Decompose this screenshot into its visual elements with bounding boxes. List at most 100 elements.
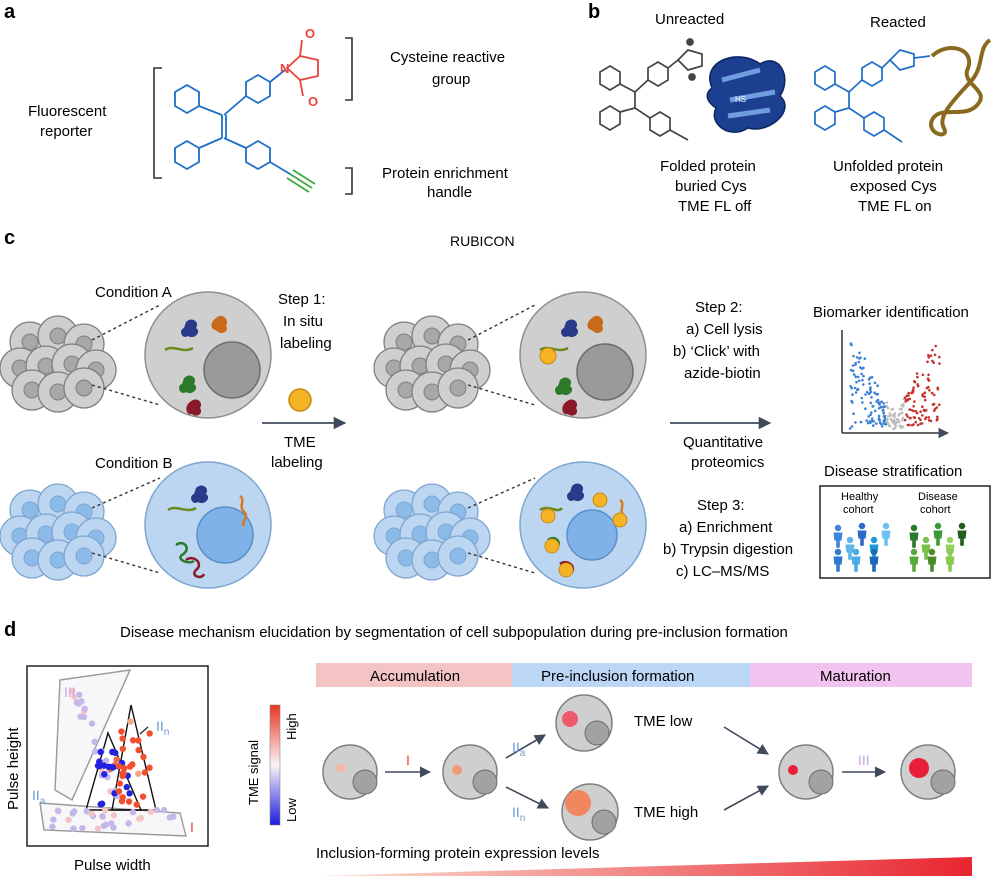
volcano-point <box>917 417 921 420</box>
reacted-tpe <box>814 49 931 143</box>
volcano-point <box>870 396 873 399</box>
tme-probe-icon <box>288 388 312 412</box>
flow-dot <box>139 793 147 800</box>
volcano-point <box>919 410 922 414</box>
flow-dot <box>98 800 106 807</box>
person-body <box>957 530 967 546</box>
flow-dot <box>102 807 109 814</box>
step3-c: c) LC–MS/MS <box>676 563 769 580</box>
volcano-point <box>859 366 862 369</box>
volcano-point <box>927 356 931 359</box>
flow-dot <box>102 757 110 764</box>
volcano-point <box>916 423 920 427</box>
volcano-point <box>912 416 916 419</box>
flow-dot <box>49 823 56 830</box>
flow-dot <box>99 813 106 820</box>
zoom-cell-b-left <box>144 461 272 589</box>
volcano-point <box>852 354 855 358</box>
exposed-cys-label: exposed Cys <box>850 178 937 195</box>
volcano-point <box>867 392 871 396</box>
person-head <box>870 548 878 556</box>
flow-dot <box>129 808 137 816</box>
volcano-point <box>868 382 871 385</box>
flow-dot <box>135 737 142 744</box>
volcano-point <box>927 354 930 357</box>
volcano-point <box>933 409 936 412</box>
flow-dot <box>169 813 177 820</box>
gate-I-label: I <box>190 819 194 835</box>
flow-dot <box>55 807 62 815</box>
group-label: group <box>432 71 470 88</box>
disease-label: Disease <box>918 491 958 503</box>
person-head <box>922 536 930 544</box>
volcano-point <box>856 388 860 391</box>
flow-dot <box>88 810 95 818</box>
volcano-point <box>867 415 870 418</box>
cell-nucleus <box>449 379 467 397</box>
tme-labeling-label: labeling <box>271 454 323 471</box>
volcano-point <box>851 364 855 367</box>
flow-dot <box>100 762 108 769</box>
svg-text:N: N <box>280 61 289 76</box>
flow-dot <box>108 820 115 827</box>
volcano-point <box>850 399 853 403</box>
volcano-point <box>906 415 909 418</box>
gate-IIn-label: IIn <box>156 718 169 738</box>
volcano-point <box>886 415 890 418</box>
cell-nucleus <box>21 333 39 351</box>
volcano-point <box>869 413 872 417</box>
volcano-point <box>877 414 881 418</box>
cell-cluster-b-right <box>373 483 491 581</box>
volcano-point <box>868 388 872 391</box>
person-head <box>858 522 866 530</box>
person-head <box>882 522 890 530</box>
gate-III-label: III <box>64 684 76 700</box>
flow-dot <box>110 764 117 771</box>
enrichment-bracket <box>345 167 353 195</box>
cys-bracket <box>345 37 353 101</box>
flow-dot <box>135 746 142 754</box>
cysteine-label: Cysteine reactive <box>390 49 505 66</box>
volcano-point <box>908 397 912 401</box>
flow-dot <box>147 808 155 815</box>
biomarker-label: Biomarker identification <box>813 304 969 321</box>
gate-IIa-label: IIa <box>32 787 46 807</box>
expression-label: Inclusion-forming protein expression lev… <box>316 845 599 862</box>
volcano-point <box>882 411 886 415</box>
volcano-point <box>875 422 878 425</box>
volcano-point <box>935 419 939 422</box>
person-head <box>928 548 936 556</box>
volcano-point <box>875 400 878 403</box>
volcano-point <box>878 401 881 405</box>
volcano-point <box>907 391 910 395</box>
volcano-point <box>906 423 910 427</box>
volcano-point <box>923 391 927 395</box>
phase-maturation-bar <box>750 663 972 687</box>
flow-dot <box>69 810 76 817</box>
fl-off-label: TME FL off <box>678 198 752 215</box>
flow-dot <box>125 820 132 827</box>
phase-accumulation-bar <box>316 663 512 687</box>
person-body <box>881 530 891 546</box>
volcano-point <box>851 369 855 373</box>
person-head <box>846 536 854 544</box>
volcano-point <box>911 423 914 427</box>
person-body <box>933 530 943 546</box>
tme-low-label: TME low <box>634 713 693 730</box>
flow-dot <box>119 745 126 753</box>
volcano-point <box>889 413 892 417</box>
condition-b-label: Condition B <box>95 455 173 472</box>
volcano-point <box>881 409 885 412</box>
volcano-point <box>854 375 857 379</box>
expression-gradient <box>316 857 972 876</box>
flow-dot <box>129 761 136 768</box>
person-head <box>834 524 842 532</box>
volcano-point <box>894 427 897 430</box>
person-body <box>833 532 843 548</box>
volcano-point <box>870 417 874 421</box>
person-body <box>909 532 919 548</box>
volcano-point <box>904 400 907 403</box>
phenyl-ring-3 <box>245 73 271 105</box>
volcano-point <box>900 419 904 422</box>
volcano-point <box>927 416 931 419</box>
